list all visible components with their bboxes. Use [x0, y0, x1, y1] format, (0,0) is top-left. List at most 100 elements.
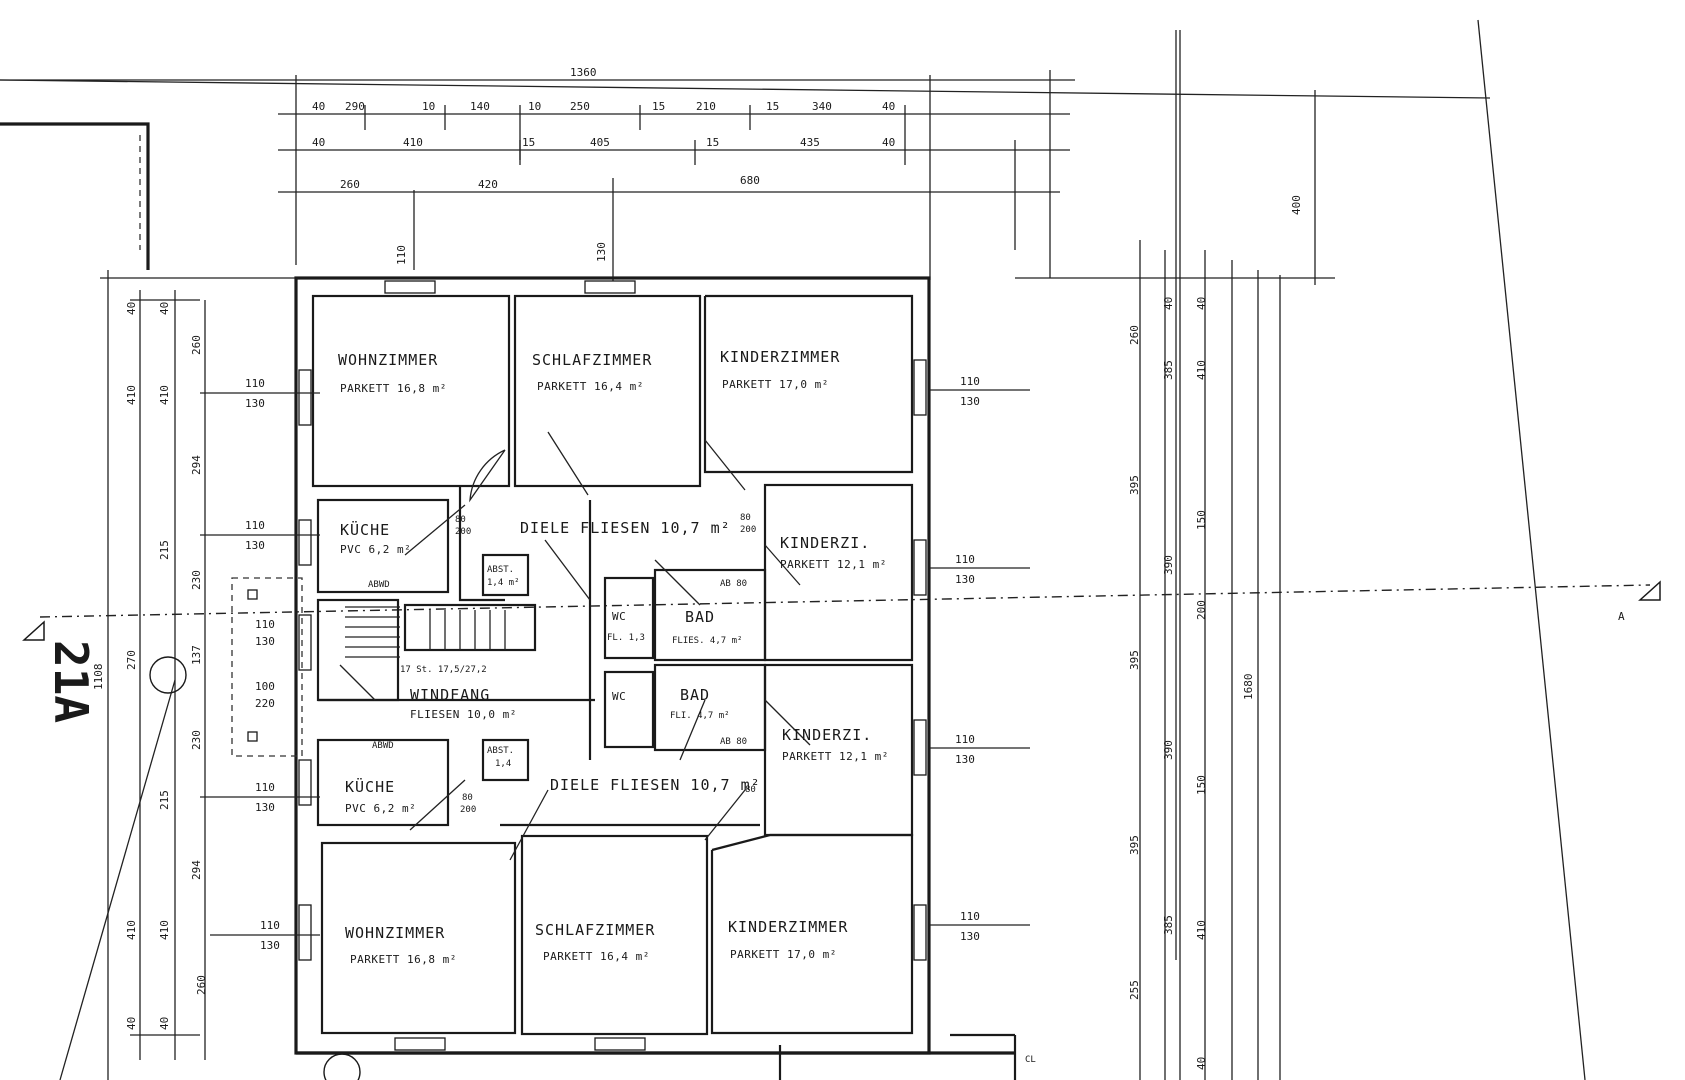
room-bad-bottom: BAD [680, 686, 710, 704]
wc-right-4a: 110 [960, 910, 980, 923]
wc-left-3b: 130 [255, 635, 275, 648]
building-label: 21A [44, 640, 98, 723]
section-marker-right: A [1618, 610, 1625, 623]
dim-right-0: 260 [1128, 325, 1141, 345]
dim-left-13: 137 [190, 645, 203, 665]
dim-top-r2-5: 435 [800, 136, 820, 149]
wc-left-5a: 110 [255, 781, 275, 794]
wc-right-2a: 110 [955, 553, 975, 566]
dim-top-r2-2: 15 [522, 136, 535, 149]
room-bad-bottom-sub: FLI. 4,7 m² [670, 711, 730, 721]
dim-right-21: 385 [1162, 915, 1175, 935]
wc-right-3a: 110 [955, 733, 975, 746]
dim-right-2: 40 [1195, 297, 1208, 310]
lbl-80-a: 80 [455, 515, 466, 525]
staircase: 17 St. 17,5/27,2 [345, 606, 506, 675]
dim-left-8: 215 [158, 540, 171, 560]
wc-right-1b: 130 [960, 395, 980, 408]
lbl-abwd-top: ABWD [368, 580, 390, 590]
dim-right-9: 390 [1162, 555, 1175, 575]
wc-left-1b: 130 [245, 397, 265, 410]
wc-left-6a: 110 [260, 919, 280, 932]
room-abst-bottom-sub: 1,4 [495, 759, 511, 769]
dim-top-r3-2: 680 [740, 174, 760, 187]
dim-right-4: 410 [1195, 360, 1208, 380]
room-diele-bottom: DIELE FLIESEN 10,7 m² [550, 776, 761, 794]
lbl-80-d: 80 [745, 785, 756, 795]
dim-side-400: 400 [1290, 195, 1303, 215]
dim-top-r1-6: 15 [652, 100, 665, 113]
room-kinderzimmer-bottom: KINDERZIMMER [728, 918, 848, 936]
room-schlafzimmer-bottom: SCHLAFZIMMER [535, 921, 655, 939]
room-wohnzimmer-top: WOHNZIMMER [338, 351, 438, 369]
dim-right-5: 395 [1128, 475, 1141, 495]
room-schlafzimmer-top: SCHLAFZIMMER [532, 351, 652, 369]
dim-left-16: 230 [190, 730, 203, 750]
wc-right-3b: 130 [955, 753, 975, 766]
dim-top-r3-1: 420 [478, 178, 498, 191]
wc-right-4b: 130 [960, 930, 980, 943]
dim-right-12: 395 [1128, 650, 1141, 670]
dim-right-15: 390 [1162, 740, 1175, 760]
dim-left-5: 294 [190, 455, 203, 475]
dim-right-1: 40 [1162, 297, 1175, 310]
dim-left-23: 260 [195, 975, 208, 995]
room-wc-top: WC [612, 610, 626, 623]
room-diele-top: DIELE FLIESEN 10,7 m² [520, 519, 731, 537]
dim-top-r1-4: 10 [528, 100, 541, 113]
room-windfang-sub: FLIESEN 10,0 m² [410, 708, 517, 721]
lbl-200-b: 200 [740, 525, 756, 535]
room-kinderzi-top: KINDERZI. [780, 534, 870, 552]
lbl-200-a: 200 [455, 527, 471, 537]
dim-right-17: 150 [1195, 775, 1208, 795]
dim-top-r1-2: 10 [422, 100, 435, 113]
misc-annotations: ABWD ABWD 80 200 80 200 80 200 80 AB 80 … [368, 513, 1036, 1065]
dim-left-3: 410 [125, 385, 138, 405]
wc-left-3a: 110 [255, 618, 275, 631]
stair-note: 17 St. 17,5/27,2 [400, 665, 487, 675]
room-kueche-bottom: KÜCHE [345, 777, 395, 796]
dim-left-25: 40 [158, 1017, 171, 1030]
window-codes: 110 130 110 130 110 130 100 220 110 130 … [200, 375, 1030, 952]
dim-top-r1-8: 15 [766, 100, 779, 113]
entrance-zone [149, 577, 361, 1080]
dim-right-11: 200 [1195, 600, 1208, 620]
door-swings [339, 431, 811, 861]
room-kueche-top: KÜCHE [340, 520, 390, 539]
room-abst-top: ABST. [487, 565, 514, 575]
dim-right-23: 255 [1128, 980, 1141, 1000]
room-kinderzimmer-top: KINDERZIMMER [720, 348, 840, 366]
dim-top-r1-5: 250 [570, 100, 590, 113]
lbl-cl: CL [1025, 1055, 1036, 1065]
lbl-abwd-bottom: ABWD [372, 741, 394, 751]
dim-top-r1-10: 40 [882, 100, 895, 113]
lbl-ab80-b: AB 80 [720, 737, 747, 747]
left-dimension-chains: 1108 40 40 260 410 410 294 215 230 270 1… [92, 270, 296, 1080]
dim-left-17: 215 [158, 790, 171, 810]
room-windfang: WINDFANG [410, 686, 490, 704]
room-bad-top: BAD [685, 608, 715, 626]
lbl-200-c: 200 [460, 805, 476, 815]
dim-window-130a: 130 [595, 242, 608, 262]
dim-top-r2-1: 410 [403, 136, 423, 149]
dim-top-r3-0: 260 [340, 178, 360, 191]
dim-top-r1-3: 140 [470, 100, 490, 113]
wc-right-2b: 130 [955, 573, 975, 586]
room-wc-bottom: WC [612, 690, 626, 703]
dim-left-2: 260 [190, 335, 203, 355]
dim-window-110a: 110 [395, 245, 408, 265]
wc-left-5b: 130 [255, 801, 275, 814]
wc-left-4b: 220 [255, 697, 275, 710]
windows [298, 280, 927, 1051]
dim-right-8: 150 [1195, 510, 1208, 530]
room-kueche-top-sub: PVC 6,2 m² [340, 543, 411, 556]
room-kinderzi-bottom-sub: PARKETT 12,1 m² [782, 750, 889, 763]
dim-left-4: 410 [158, 385, 171, 405]
dim-top-r1-7: 210 [696, 100, 716, 113]
right-dimension-chains: 260 40 40 385 410 395 150 390 200 395 16… [1128, 240, 1281, 1080]
room-wohnzimmer-top-sub: PARKETT 16,8 m² [340, 382, 447, 395]
room-kueche-bottom-sub: PVC 6,2 m² [345, 802, 416, 815]
dim-left-overall: 1108 [92, 664, 105, 691]
room-wohnzimmer-bottom-sub: PARKETT 16,8 m² [350, 953, 457, 966]
